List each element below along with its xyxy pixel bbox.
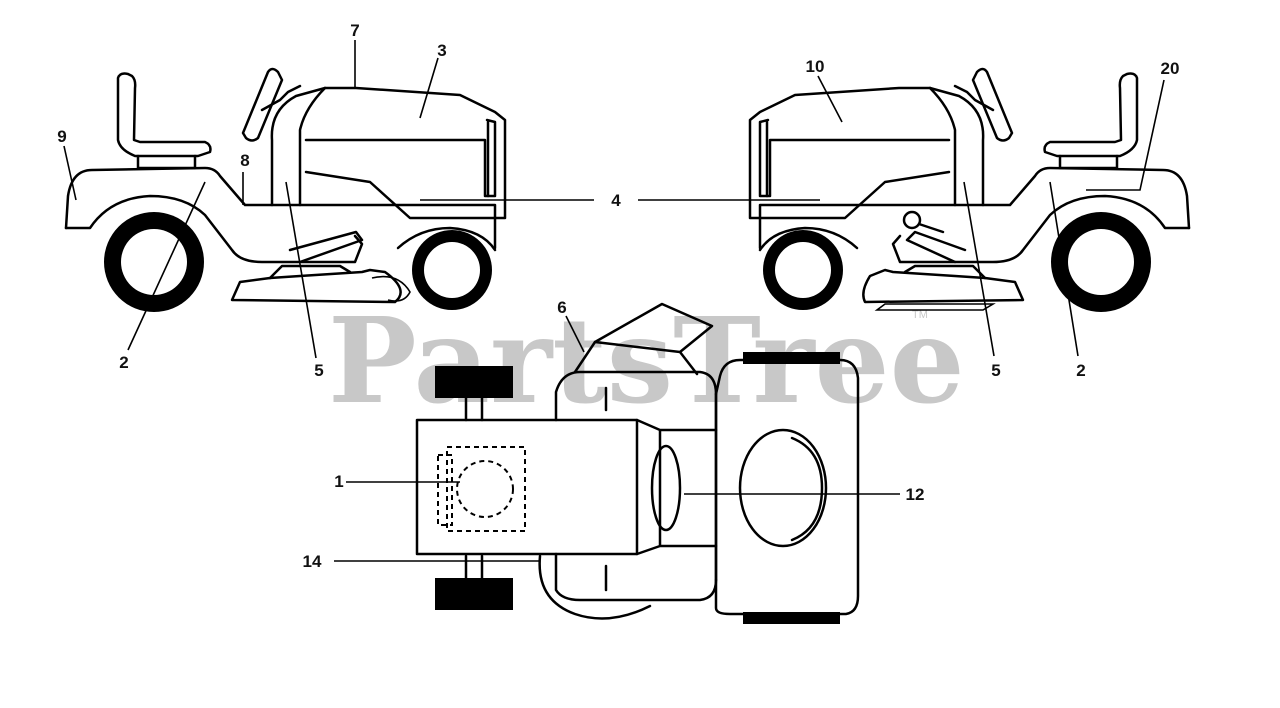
steering-column-right xyxy=(953,84,995,112)
callout-14: 14 xyxy=(303,552,322,571)
leader-5-left xyxy=(285,181,317,359)
rear-axle-upper xyxy=(464,396,484,422)
rear-body-right xyxy=(758,166,1191,250)
callout-4: 4 xyxy=(611,191,621,210)
leader-2-right xyxy=(1049,181,1079,357)
steering-column-top xyxy=(635,418,718,556)
rear-tire-top-upper xyxy=(435,366,513,398)
leader-20 xyxy=(1086,79,1165,191)
hood-side-right xyxy=(758,118,951,198)
callout-20: 20 xyxy=(1161,59,1180,78)
rear-axle-lower xyxy=(464,554,484,580)
hood-crease-right xyxy=(758,170,951,220)
decal-outline-circle xyxy=(456,460,514,518)
deck-top-left xyxy=(268,264,352,280)
deck-chute-left xyxy=(371,275,411,302)
callout-5-left: 5 xyxy=(314,361,323,380)
rear-rim-right xyxy=(1068,229,1134,295)
steering-hub-top xyxy=(650,444,682,532)
steering-column-left xyxy=(260,84,302,112)
hood-side-left xyxy=(304,118,497,198)
leader-9 xyxy=(63,145,77,201)
leader-lines xyxy=(63,40,1165,562)
watermark-trademark: TM xyxy=(912,309,928,321)
leader-10 xyxy=(817,75,843,123)
front-tire-top-upper xyxy=(743,352,840,364)
callouts: 7 3 9 8 4 2 5 10 20 5 2 6 1 12 14 xyxy=(57,21,1179,571)
engine-cover-top xyxy=(738,428,828,548)
front-body-left xyxy=(396,226,497,252)
rear-body-top xyxy=(415,418,639,556)
rear-body-left xyxy=(64,166,497,250)
front-rim-left xyxy=(424,242,480,298)
rear-fender-right xyxy=(891,194,1191,264)
front-body-right xyxy=(758,226,859,252)
engine-cover-rim-top xyxy=(790,436,824,542)
leader-5-right xyxy=(963,181,995,357)
callout-10: 10 xyxy=(806,57,825,76)
deck-outline-top xyxy=(538,554,652,620)
callout-1: 1 xyxy=(334,472,343,491)
mower-left-side-view xyxy=(64,67,507,312)
fender-top-lower xyxy=(554,552,718,602)
hood-crease-left xyxy=(304,170,497,220)
rear-tire-top-lower xyxy=(435,578,513,610)
callout-9: 9 xyxy=(57,127,66,146)
rear-rim-left xyxy=(121,229,187,295)
callout-7: 7 xyxy=(350,21,359,40)
lever-handle-right xyxy=(917,222,945,234)
decal-outline-tab xyxy=(437,454,453,526)
hood-right xyxy=(928,86,957,207)
discharge-chute-top xyxy=(573,302,714,376)
steering-wheel-left xyxy=(241,67,284,142)
fender-top-upper xyxy=(554,370,718,422)
discharge-chute-inner xyxy=(593,340,682,354)
seat-back-left xyxy=(116,72,212,158)
steering-wheel-right xyxy=(971,67,1014,142)
leader-6 xyxy=(565,315,585,353)
seat-base-right xyxy=(1058,154,1119,170)
deck-lever-left xyxy=(288,230,364,264)
leader-2-left xyxy=(127,181,206,351)
mower-deck-right xyxy=(862,268,1025,304)
callout-8: 8 xyxy=(240,151,249,170)
deck-lever-right xyxy=(905,230,967,264)
dash-right xyxy=(748,86,985,220)
front-rim-right xyxy=(775,242,831,298)
lever-knob-right xyxy=(902,210,922,230)
mower-right-side-view xyxy=(748,67,1191,312)
callout-12: 12 xyxy=(906,485,925,504)
mower-top-view xyxy=(415,302,860,624)
callout-2-right: 2 xyxy=(1076,361,1085,380)
decal-outline-square xyxy=(446,446,526,532)
callout-6: 6 xyxy=(557,298,566,317)
callout-3: 3 xyxy=(437,41,446,60)
hood-left xyxy=(298,86,327,207)
seat-base-left xyxy=(136,154,197,170)
callout-2-left: 2 xyxy=(119,353,128,372)
leader-3 xyxy=(419,57,439,119)
dash-left xyxy=(270,86,507,220)
hood-top xyxy=(714,358,860,616)
seat-back-right xyxy=(1043,72,1139,158)
rear-fender-left xyxy=(64,194,364,264)
callout-5-right: 5 xyxy=(991,361,1000,380)
